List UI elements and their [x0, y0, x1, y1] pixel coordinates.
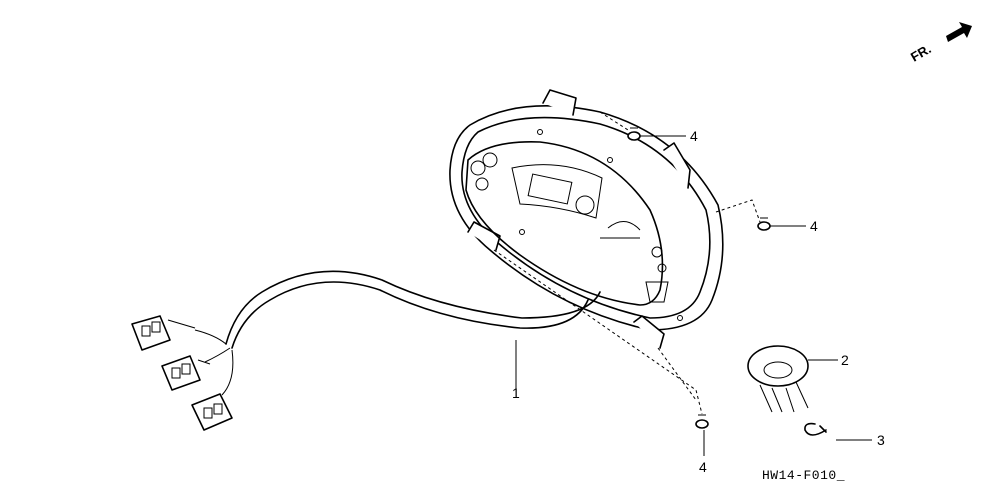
screw-right	[757, 217, 771, 231]
leader-lines	[493, 111, 872, 456]
callout-4-right: 4	[810, 218, 818, 234]
grommet	[747, 345, 809, 413]
screw-bottom	[695, 414, 709, 429]
callout-4-bottom: 4	[699, 459, 707, 475]
callout-1: 1	[512, 385, 520, 401]
connector-b	[161, 355, 211, 391]
callout-2: 2	[841, 352, 849, 368]
callout-4-top: 4	[690, 128, 698, 144]
callout-3: 3	[877, 432, 885, 448]
front-direction-indicator: FR.	[908, 22, 972, 65]
forward-arrow-icon	[946, 22, 972, 42]
connector-a	[131, 315, 196, 351]
connector-c	[191, 393, 233, 431]
wire-harness	[194, 270, 601, 396]
diagram-code: HW14-F010_	[762, 468, 845, 483]
clip	[804, 422, 827, 436]
meter-assembly	[449, 89, 724, 349]
front-direction-label: FR.	[908, 41, 934, 64]
